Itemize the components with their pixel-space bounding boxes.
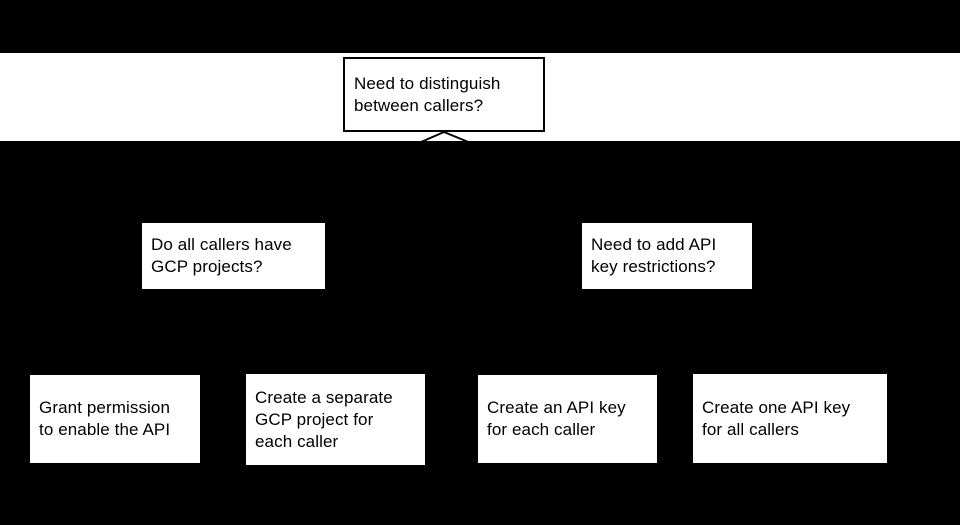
black-band (0, 141, 960, 525)
node-api-key-per-caller: Create an API key for each caller (478, 375, 657, 463)
node-need-distinguish-callers: Need to distinguish between callers? (343, 57, 545, 132)
node-label: Do all callers have GCP projects? (151, 235, 292, 276)
node-one-api-key-all-callers: Create one API key for all callers (693, 374, 887, 463)
node-api-key-restrictions: Need to add API key restrictions? (582, 223, 752, 289)
node-all-callers-gcp-projects: Do all callers have GCP projects? (142, 223, 325, 289)
node-separate-gcp-project-per-caller: Create a separate GCP project for each c… (246, 374, 425, 465)
node-label: Grant permission to enable the API (39, 398, 171, 439)
node-grant-permission-enable-api: Grant permission to enable the API (30, 375, 200, 463)
node-label: Create a separate GCP project for each c… (255, 387, 393, 451)
node-label: Create one API key for all callers (702, 397, 851, 439)
node-label: Need to distinguish between callers? (354, 73, 501, 115)
node-label: Create an API key for each caller (487, 398, 626, 439)
node-label: Need to add API key restrictions? (591, 235, 717, 276)
